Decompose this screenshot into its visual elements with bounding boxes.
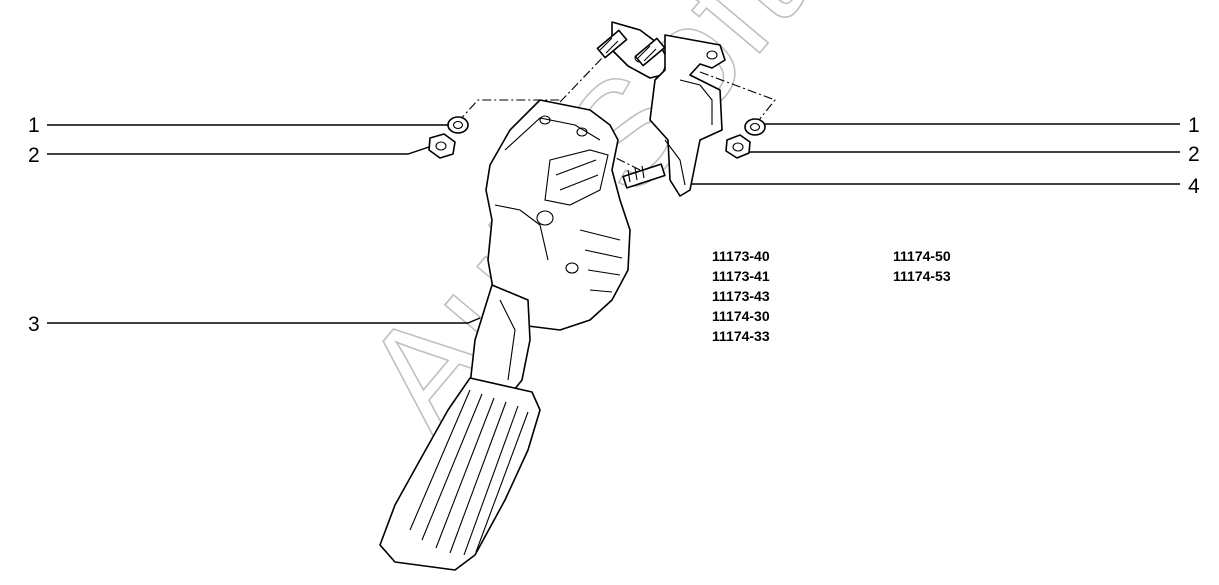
leader-line-left-3 xyxy=(47,317,481,324)
model-code: 11173-40 xyxy=(712,248,770,264)
callout-left-3: 3 xyxy=(28,313,40,336)
callout-right-4: 4 xyxy=(1188,175,1200,198)
callout-left-1: 1 xyxy=(28,114,40,137)
model-code: 11173-41 xyxy=(712,268,770,284)
model-codes-column-1: 11173-40 11173-41 11173-43 11174-30 1117… xyxy=(712,246,770,346)
pedal-housing-icon xyxy=(485,99,631,331)
pedal-pad-icon xyxy=(379,377,541,571)
pedal-arm-icon xyxy=(469,284,531,396)
nut-left-icon xyxy=(428,133,456,159)
callout-left-2: 2 xyxy=(28,144,40,167)
leader-line-left-2 xyxy=(47,145,433,155)
washer-left-icon xyxy=(447,116,469,134)
callout-right-1: 1 xyxy=(1188,114,1200,137)
mounting-bracket-icon xyxy=(596,21,726,197)
model-code: 11174-30 xyxy=(712,308,770,324)
stud-upper-right-icon xyxy=(634,37,666,67)
washer-right-icon xyxy=(744,118,766,136)
stud-upper-left-icon xyxy=(596,29,628,59)
nut-right-icon xyxy=(725,134,751,159)
model-codes-column-2: 11174-50 11174-53 xyxy=(893,246,951,286)
model-code: 11174-33 xyxy=(712,328,770,344)
stud-lower-icon xyxy=(622,163,666,189)
callout-right-2: 2 xyxy=(1188,143,1200,166)
model-code: 11174-50 xyxy=(893,248,951,264)
model-code: 11173-43 xyxy=(712,288,770,304)
model-code: 11174-53 xyxy=(893,268,951,284)
